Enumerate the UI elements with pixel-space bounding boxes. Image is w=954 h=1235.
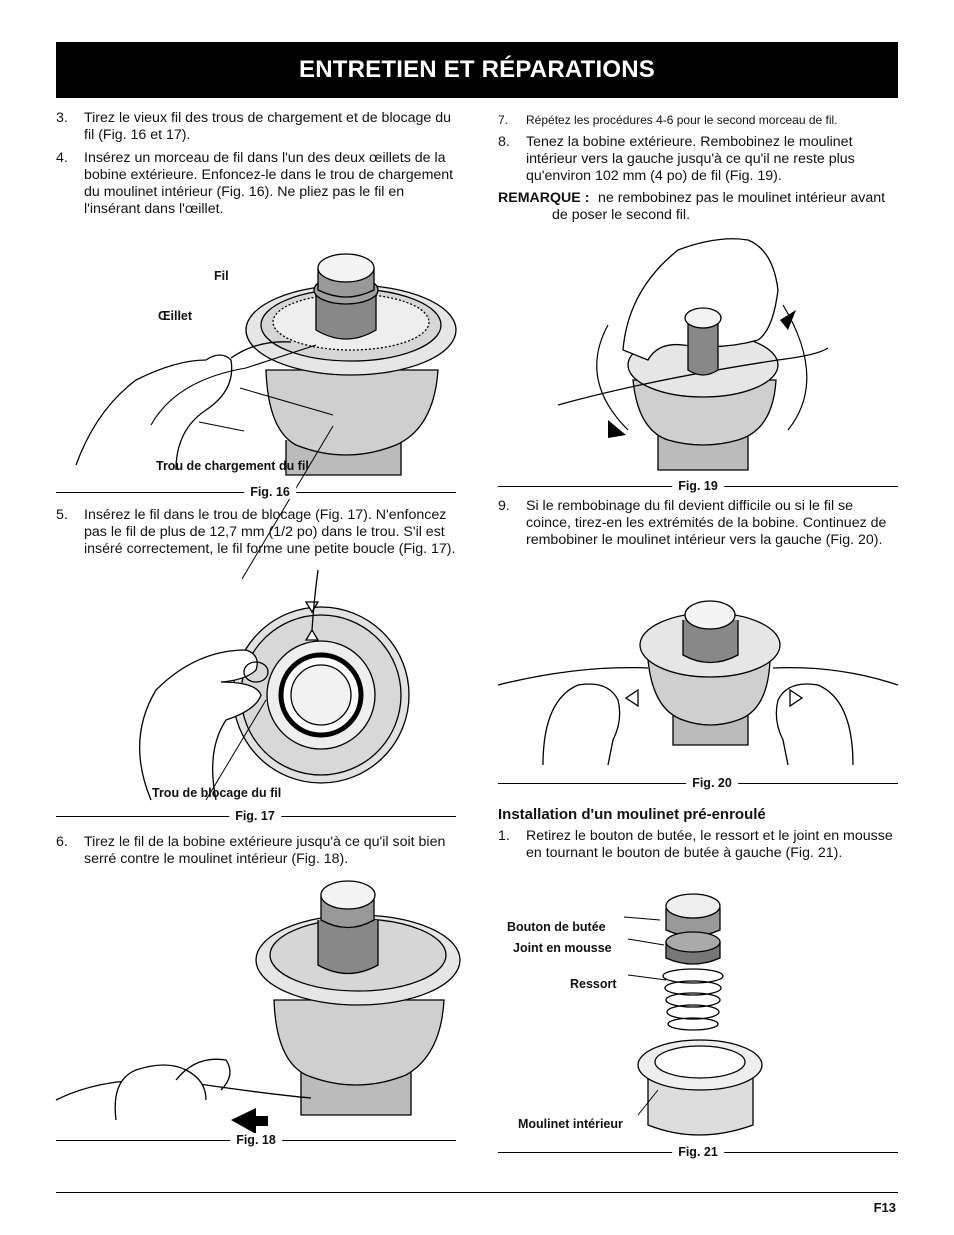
callout-joint-mousse: Joint en mousse	[513, 941, 612, 955]
footer-rule	[56, 1192, 898, 1193]
step-4: 4. Insérez un morceau de fil dans l'un d…	[56, 150, 454, 217]
caption-fig19: Fig. 19	[498, 479, 898, 493]
step-8: 8. Tenez la bobine extérieure. Rembobine…	[498, 134, 855, 184]
callout-fil: Fil	[214, 269, 229, 283]
figure-21	[498, 890, 898, 1140]
step-7: 7. Répétez les procédures 4-6 pour le se…	[498, 113, 838, 127]
page-number: F13	[873, 1200, 896, 1215]
page-title-banner: ENTRETIEN ET RÉPARATIONS	[56, 42, 898, 98]
callout-bouton-butee: Bouton de butée	[507, 920, 606, 934]
page-title: ENTRETIEN ET RÉPARATIONS	[299, 56, 655, 83]
spool-top-illustration	[138, 569, 410, 801]
callout-ressort: Ressort	[570, 977, 617, 991]
caption-fig20: Fig. 20	[498, 776, 898, 790]
figure-18	[55, 880, 461, 1134]
figure-19	[498, 230, 898, 475]
step-5: 5. Insérez le fil dans le trou de blocag…	[56, 507, 456, 557]
step-6: 6. Tirez le fil de la bobine extérieure …	[56, 834, 446, 867]
callout-trou-chargement: Trou de chargement du fil	[156, 459, 309, 473]
exploded-parts-illustration	[623, 893, 763, 1136]
step-1: 1. Retirez le bouton de butée, le ressor…	[498, 828, 893, 861]
callout-moulinet-interieur: Moulinet intérieur	[518, 1117, 623, 1131]
figure-17	[56, 569, 456, 805]
trimmer-head-illustration	[75, 253, 457, 580]
note: REMARQUE : ne rembobinez pas le moulinet…	[498, 190, 898, 226]
note-text: ne rembobinez pas le moulinet intérieur …	[552, 190, 886, 223]
note-label: REMARQUE :	[498, 190, 590, 206]
step-9: 9. Si le rembobinage du fil devient diff…	[498, 498, 887, 548]
callout-oeillet: Œillet	[158, 309, 193, 323]
caption-fig18: Fig. 18	[56, 1133, 456, 1147]
step-3: 3. Tirez le vieux fil des trous de charg…	[56, 110, 451, 143]
figure-16	[56, 230, 457, 580]
caption-fig21: Fig. 21	[498, 1145, 898, 1159]
section-heading: Installation d'un moulinet pré-enroulé	[498, 806, 766, 823]
figure-20	[497, 590, 899, 770]
rewind-spool-illustration	[557, 238, 829, 471]
caption-fig17: Fig. 17	[56, 809, 456, 823]
caption-fig16: Fig. 16	[56, 485, 456, 499]
callout-trou-blocage: Trou de blocage du fil	[152, 786, 282, 800]
trimmer-head-illustration	[55, 880, 461, 1134]
pull-line-illustration	[497, 600, 899, 766]
